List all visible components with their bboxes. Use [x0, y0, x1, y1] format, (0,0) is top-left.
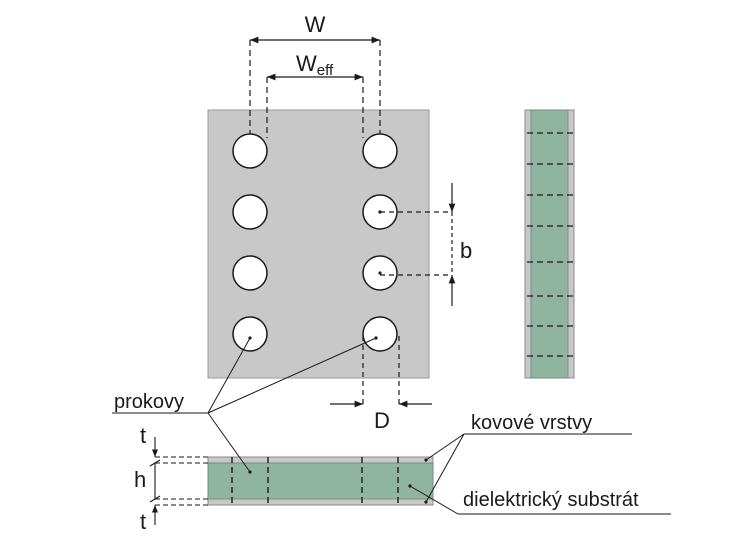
- via-right-4: [362, 316, 398, 352]
- label-t-bottom: t: [140, 509, 146, 534]
- side-view: [524, 109, 575, 379]
- label-kovove-vrstvy: kovové vrstvy: [471, 412, 592, 434]
- via-left-2: [232, 194, 268, 230]
- dimension-t-h: [149, 437, 208, 525]
- top-view: W Weff b D: [207, 12, 472, 433]
- cross-metal-bottom: [207, 498, 434, 506]
- cross-section: t h t: [134, 423, 434, 534]
- label-Weff: Weff: [296, 51, 334, 79]
- label-W: W: [305, 12, 326, 37]
- dimension-Weff: [266, 73, 364, 138]
- dimension-b: [380, 183, 456, 306]
- label-prokovy: prokovy: [114, 391, 184, 413]
- dimension-D: [330, 336, 432, 408]
- cross-dielectric: [207, 462, 434, 500]
- leader-lines: [112, 337, 671, 515]
- label-dielektricky-substrat: dielektrický substrát: [463, 489, 639, 511]
- label-h: h: [134, 467, 146, 492]
- via-left-1: [232, 133, 268, 169]
- label-b: b: [460, 238, 472, 263]
- label-t-top: t: [140, 423, 146, 448]
- side-metal-left: [524, 109, 532, 379]
- via-left-3: [232, 255, 268, 291]
- side-metal-right: [567, 109, 575, 379]
- via-right-1: [362, 133, 398, 169]
- label-D: D: [374, 408, 390, 433]
- via-left-4: [232, 316, 268, 352]
- side-dielectric: [530, 109, 569, 379]
- dimension-W: [249, 36, 381, 134]
